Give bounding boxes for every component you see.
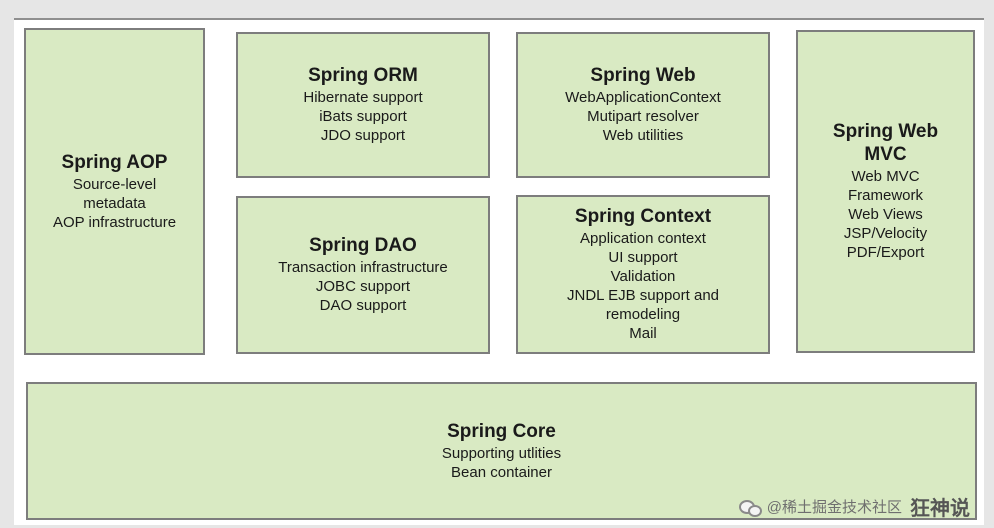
spring-context-line: UI support — [608, 249, 678, 266]
spring-dao-line: DAO support — [319, 297, 407, 314]
spring-web-mvc-title: MVC — [864, 144, 907, 165]
spring-dao-line: JOBC support — [315, 278, 411, 295]
spring-aop-line: metadata — [83, 194, 146, 212]
spring-context-box: Spring Context Application context UI su… — [516, 195, 770, 354]
architecture-diagram: Spring AOP Source-level metadata AOP inf… — [14, 18, 984, 525]
spring-web-line: Web utilities — [602, 127, 684, 144]
wechat-icon — [738, 498, 762, 517]
spring-context-line: Mail — [629, 325, 657, 342]
spring-context-line: JNDL EJB support and — [566, 287, 720, 304]
spring-aop-box: Spring AOP Source-level metadata AOP inf… — [24, 28, 205, 355]
spring-web-mvc-box: Spring Web MVC Web MVC Framework Web Vie… — [796, 30, 975, 353]
spring-web-mvc-line: JSP/Velocity — [843, 225, 928, 242]
spring-orm-box: Spring ORM Hibernate support iBats suppo… — [236, 32, 490, 178]
spring-orm-line: JDO support — [320, 127, 406, 144]
spring-orm-line: Hibernate support — [303, 89, 423, 106]
spring-context-title: Spring Context — [574, 206, 712, 227]
spring-aop-line: AOP infrastructure — [52, 213, 177, 231]
spring-dao-line: Transaction infrastructure — [278, 259, 448, 276]
spring-dao-title: Spring DAO — [309, 235, 417, 256]
spring-orm-title: Spring ORM — [308, 65, 418, 86]
spring-web-title: Spring Web — [590, 65, 696, 86]
spring-web-mvc-line: Web Views — [848, 206, 923, 223]
spring-orm-line: iBats support — [319, 108, 407, 125]
spring-core-box: Spring Core Supporting utlities Bean con… — [26, 382, 977, 520]
spring-aop-line: Source-level — [72, 175, 157, 193]
watermark: @稀土掘金技术社区 狂神说 — [738, 492, 970, 521]
spring-web-line: Mutipart resolver — [587, 108, 699, 125]
spring-context-line: Validation — [610, 268, 676, 285]
spring-core-line: Bean container — [451, 463, 552, 481]
watermark-handle: @稀土掘金技术社区 — [766, 499, 902, 516]
watermark-name: 狂神说 — [910, 498, 970, 520]
spring-context-line: Application context — [580, 230, 706, 247]
spring-aop-title: Spring AOP — [61, 151, 168, 173]
spring-core-title: Spring Core — [447, 420, 556, 442]
spring-web-mvc-line: Framework — [847, 187, 923, 204]
spring-web-box: Spring Web WebApplicationContext Mutipar… — [516, 32, 770, 178]
spring-web-mvc-title: Spring Web — [832, 121, 939, 142]
spring-context-line: remodeling — [605, 306, 681, 323]
spring-dao-box: Spring DAO Transaction infrastructure JO… — [236, 196, 490, 354]
spring-web-line: WebApplicationContext — [565, 89, 721, 106]
spring-core-line: Supporting utlities — [441, 444, 562, 462]
spring-web-mvc-line: PDF/Export — [846, 244, 925, 261]
spring-web-mvc-line: Web MVC — [851, 168, 920, 185]
